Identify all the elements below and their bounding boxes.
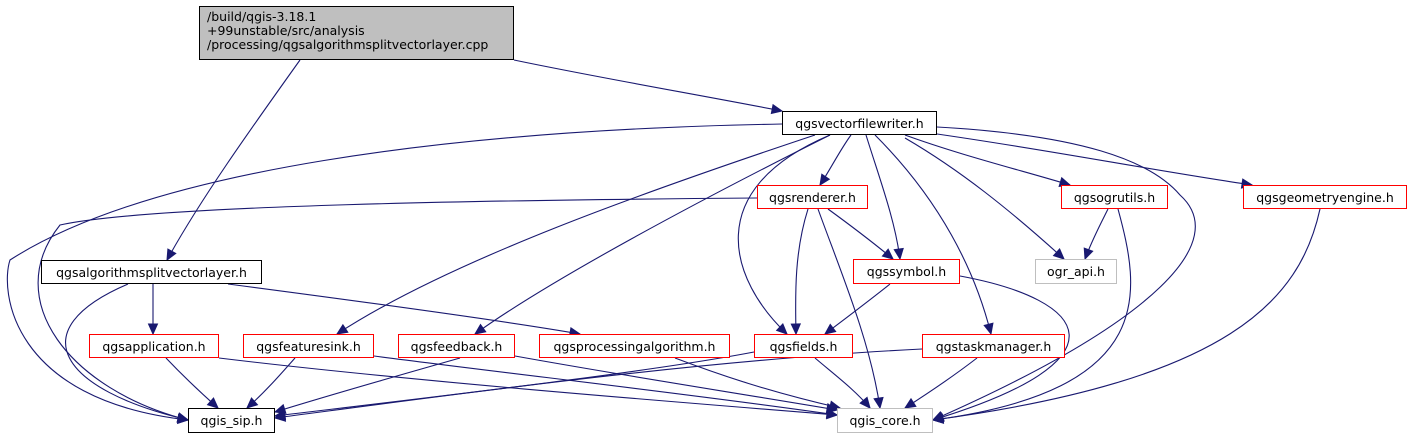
node-application[interactable]: qgsapplication.h [89,334,219,358]
edge-vfw-to-geomengine [929,132,1253,186]
edge-vfw-to-ograpi [904,137,1065,260]
node-label: qgsgeometryengine.h [1256,189,1394,205]
arrowhead-symbol-to-core [931,411,945,422]
node-featuresink[interactable]: qgsfeaturesink.h [243,334,374,358]
node-label: qgis_sip.h [200,413,263,428]
node-label-line: +99unstable/src/analysis [207,23,365,38]
node-label: qgssymbol.h [866,264,947,279]
edge-vfw-to-featuresink [336,134,816,335]
arrowhead-taskmgr-to-sip [273,411,287,422]
edge-application-to-sip [165,357,219,409]
node-label: qgsalgorithmsplitvectorlayer.h [56,264,247,280]
edge-splitlayer-to-procalg [227,283,581,335]
node-label: qgsvectorfilewriter.h [795,115,924,131]
arrowhead-renderer-to-core [873,396,884,410]
node-label: ogr_api.h [1047,264,1105,279]
edge-vfw-to-taskmgr [874,134,992,335]
node-label: qgsfeedback.h [410,338,503,354]
edge-root-to-splitlayer [166,59,301,261]
edge-vfw-to-ogrutils [904,134,1071,186]
node-label: qgsapplication.h [102,338,206,354]
arrowhead-splitlayer-to-sip [176,412,190,423]
edge-symbol-to-core [932,275,1070,421]
edge-renderer-to-core [817,208,881,409]
node-geomengine[interactable]: qgsgeometryengine.h [1243,185,1407,209]
edge-feedback-to-sip [274,357,461,413]
node-label: qgis_core.h [849,413,921,428]
node-splitlayer[interactable]: qgsalgorithmsplitvectorlayer.h [41,260,262,284]
node-renderer[interactable]: qgsrenderer.h [757,185,868,209]
edge-vfw-to-feedback [474,134,831,335]
node-label: qgstaskmanager.h [935,338,1052,354]
edge-application-to-core [218,357,838,416]
arrowhead-ogrutils-to-ograpi [1083,247,1094,261]
arrowhead-fields-to-core [859,396,871,409]
edge-featuresink-to-core [373,355,838,416]
arrowhead-vfw-to-symbol [893,247,904,261]
arrowhead-vfw-to-featuresink [335,323,349,335]
node-vfw[interactable]: qgsvectorfilewriter.h [782,111,937,135]
edge-renderer-to-symbol [827,208,894,260]
edge-renderer-to-fields [795,208,809,335]
edges-layer [6,59,1321,425]
node-ograpi[interactable]: ogr_api.h [1035,259,1117,284]
arrowhead-procalg-to-core [828,400,842,411]
arrowhead-vfw-to-renderer [819,173,831,187]
arrowhead-renderer-to-symbol [881,248,894,260]
node-feedback[interactable]: qgsfeedback.h [398,334,515,358]
edge-vfw-to-core [932,126,1196,421]
edge-geomengine-to-core [932,208,1321,421]
edge-symbol-to-fields [824,283,891,335]
node-label: qgsrenderer.h [769,189,856,205]
edge-splitlayer-to-sip [65,283,189,421]
arrowhead-vfw-to-fields [775,322,788,335]
arrowhead-taskmgr-to-core [903,397,917,409]
node-fields[interactable]: qgsfields.h [754,334,853,358]
arrowhead-symbol-to-fields [824,323,837,335]
node-ogrutils[interactable]: qgsogrutils.h [1061,185,1168,209]
node-core[interactable]: qgis_core.h [837,408,933,433]
node-procalg[interactable]: qgsprocessingalgorithm.h [539,334,730,358]
node-label: qgsfields.h [769,338,838,354]
node-root[interactable]: /build/qgis-3.18.1+99unstable/src/analys… [199,6,514,60]
edge-vfw-to-fields [737,134,831,335]
arrowhead-application-to-sip [206,397,219,409]
arrowhead-vfw-to-taskmgr [983,322,994,336]
edge-ogrutils-to-core [932,208,1132,421]
node-label-line: /processing/qgsalgorithmsplitvectorlayer… [207,37,489,52]
arrowhead-root-to-vfw [770,103,784,115]
arrowhead-featuresink-to-sip [246,397,259,409]
arrowhead-root-to-splitlayer [166,248,177,262]
node-label: qgsfeaturesink.h [256,338,361,354]
edge-renderer-to-sip [37,197,758,421]
node-label: qgsprocessingalgorithm.h [553,338,716,354]
edge-taskmgr-to-core [904,357,978,409]
node-taskmgr[interactable]: qgstaskmanager.h [922,334,1065,358]
arrowhead-splitlayer-to-application [147,323,159,336]
node-label-line: /build/qgis-3.18.1 [207,9,317,24]
node-label: qgsogrutils.h [1073,189,1156,205]
edge-feedback-to-core [514,355,838,411]
edge-procalg-to-core [674,357,841,409]
edge-vfw-to-symbol [865,134,901,260]
arrowhead-vfw-to-ograpi [1052,248,1065,260]
edge-fields-to-core [814,357,871,409]
node-sip[interactable]: qgis_sip.h [188,408,275,433]
edge-root-to-vfw [513,59,783,112]
arrowhead-renderer-to-fields [790,323,802,336]
edge-vfw-to-sip [6,123,783,421]
node-symbol[interactable]: qgssymbol.h [853,259,960,284]
arrowhead-vfw-to-feedback [474,323,487,335]
